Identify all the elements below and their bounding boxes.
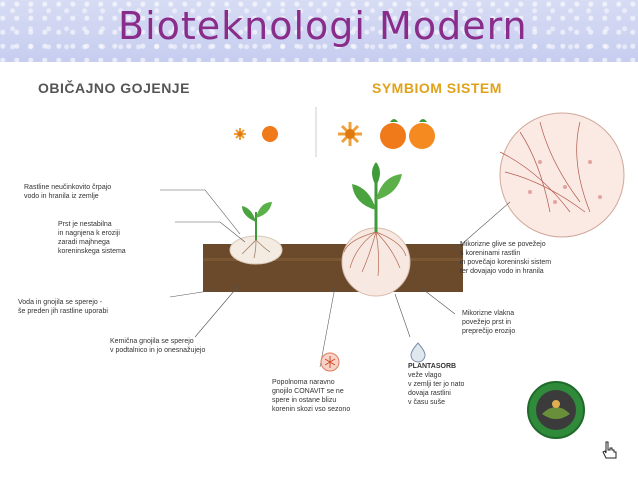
plantasorb-icon <box>410 342 426 363</box>
fruit-icon <box>409 123 435 149</box>
heading-conventional: OBIČAJNO GOJENJE <box>38 80 190 96</box>
symbiom-logo-icon <box>527 381 585 439</box>
heading-symbiom: SYMBIOM SISTEM <box>372 80 502 96</box>
flower-icon <box>338 122 362 146</box>
slide-title: Bioteknologi Modern <box>118 4 528 48</box>
flower-icon <box>234 128 246 140</box>
conavit-icon <box>320 352 340 372</box>
slide-header: Bioteknologi Modern <box>0 0 638 62</box>
label-water-washout: Voda in gnojila se sperejo -še preden ji… <box>18 299 108 315</box>
fruit-icon <box>380 123 406 149</box>
diagram-illustration <box>160 107 625 372</box>
fruit-icon <box>262 126 278 142</box>
hand-pointer-icon[interactable] <box>598 440 620 462</box>
